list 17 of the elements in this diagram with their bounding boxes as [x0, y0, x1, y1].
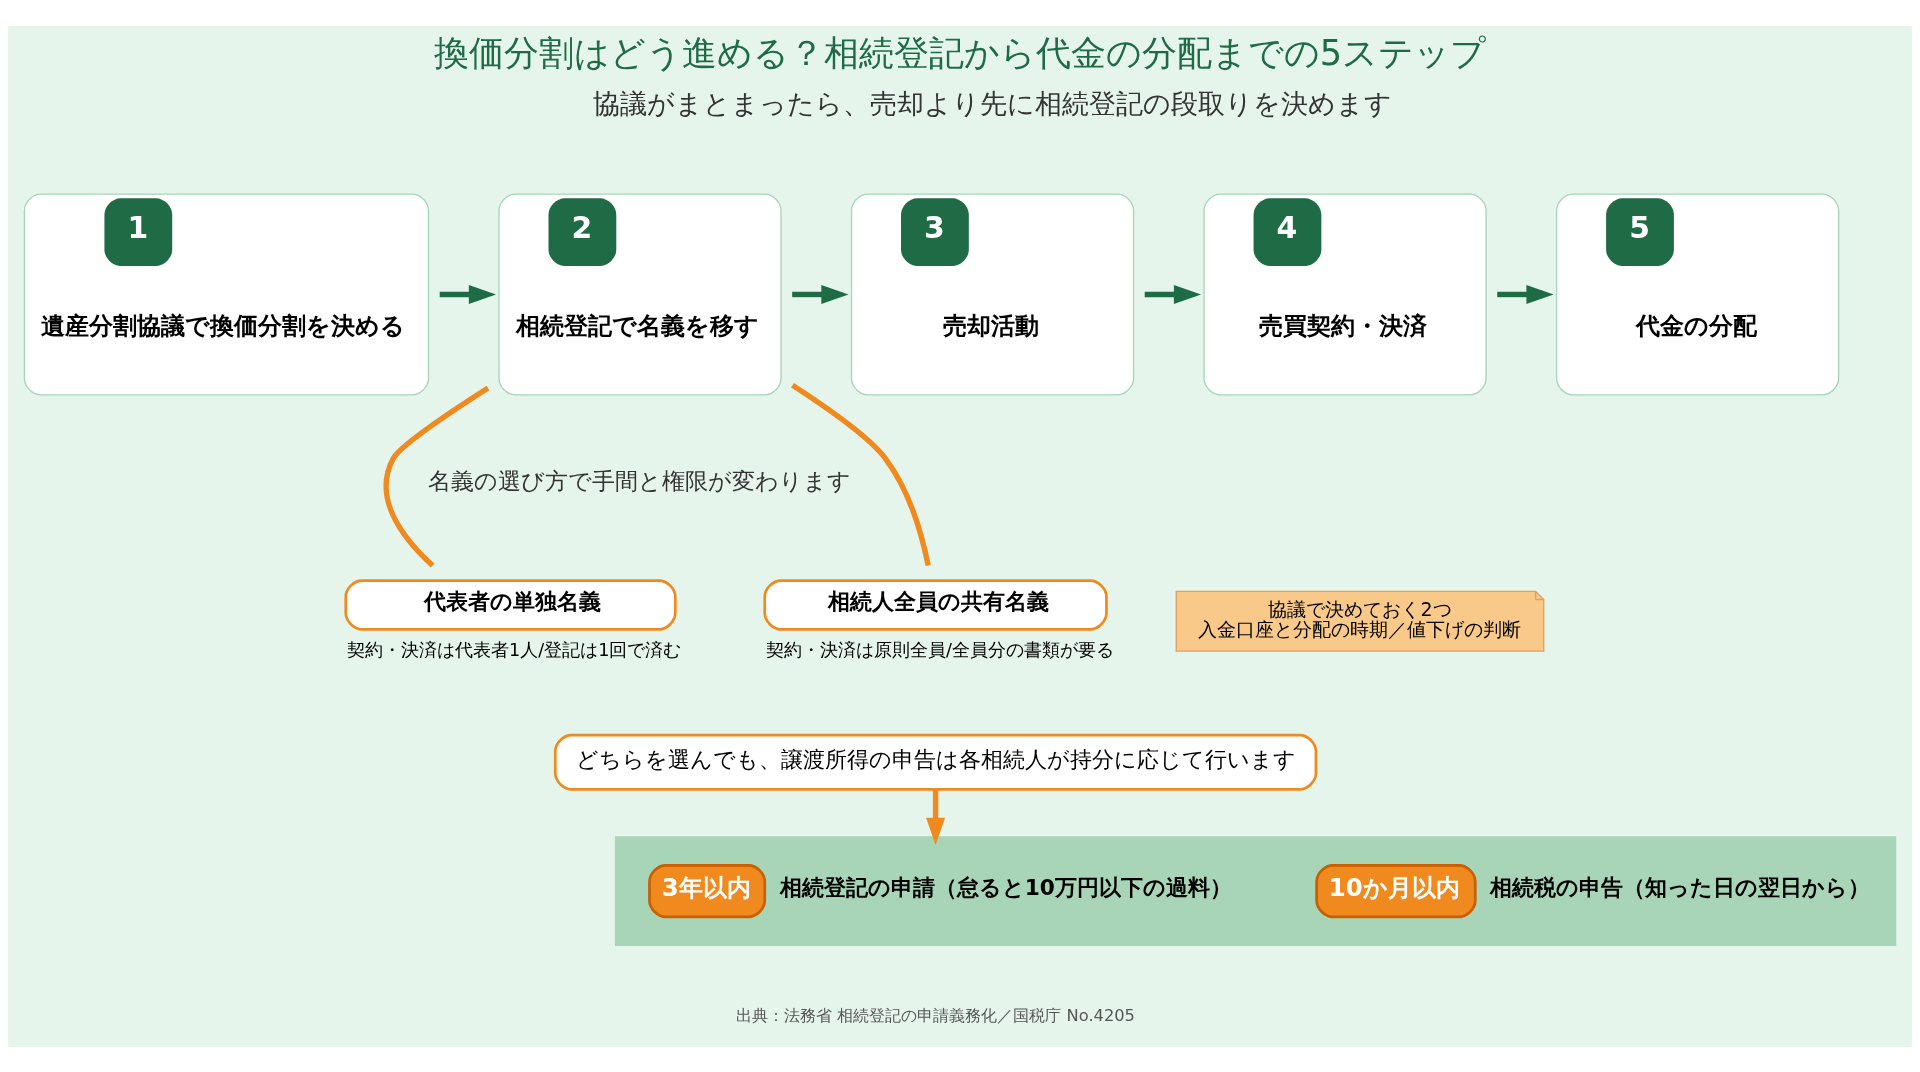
node-label: 相続税の申告（知った日の翌日から） — [1490, 874, 1871, 900]
cluster — [614, 835, 1897, 946]
connector — [383, 385, 490, 567]
arrow — [926, 789, 946, 845]
arrow — [792, 284, 849, 304]
node-label: 相続登記の申請（怠ると10万円以下の過料） — [779, 874, 1232, 900]
label: 協議がまとまったら、売却より先に相続登記の段取りを決めます — [593, 87, 1393, 119]
diagram-title: 換価分割はどう進める？相続登記から代金の分配までの5ステップ — [433, 31, 1487, 73]
arrow — [1497, 284, 1554, 304]
node-label: 契約・決済は原則全員/全員分の書類が要る — [766, 639, 1115, 660]
node-label: 契約・決済は代表者1人/登記は1回で済む — [347, 639, 682, 660]
label: 名義の選び方で手間と権限が変わります — [428, 467, 852, 493]
caption: 出典：法務省 相続登記の申請義務化／国税庁 No.4205 — [736, 1005, 1135, 1025]
arrow — [439, 284, 497, 304]
node-box: どちらを選んでも、譲渡所得の申告は各相続人が持分に応じて行います — [553, 733, 1318, 791]
connector — [791, 382, 931, 566]
arrow — [1144, 284, 1202, 304]
